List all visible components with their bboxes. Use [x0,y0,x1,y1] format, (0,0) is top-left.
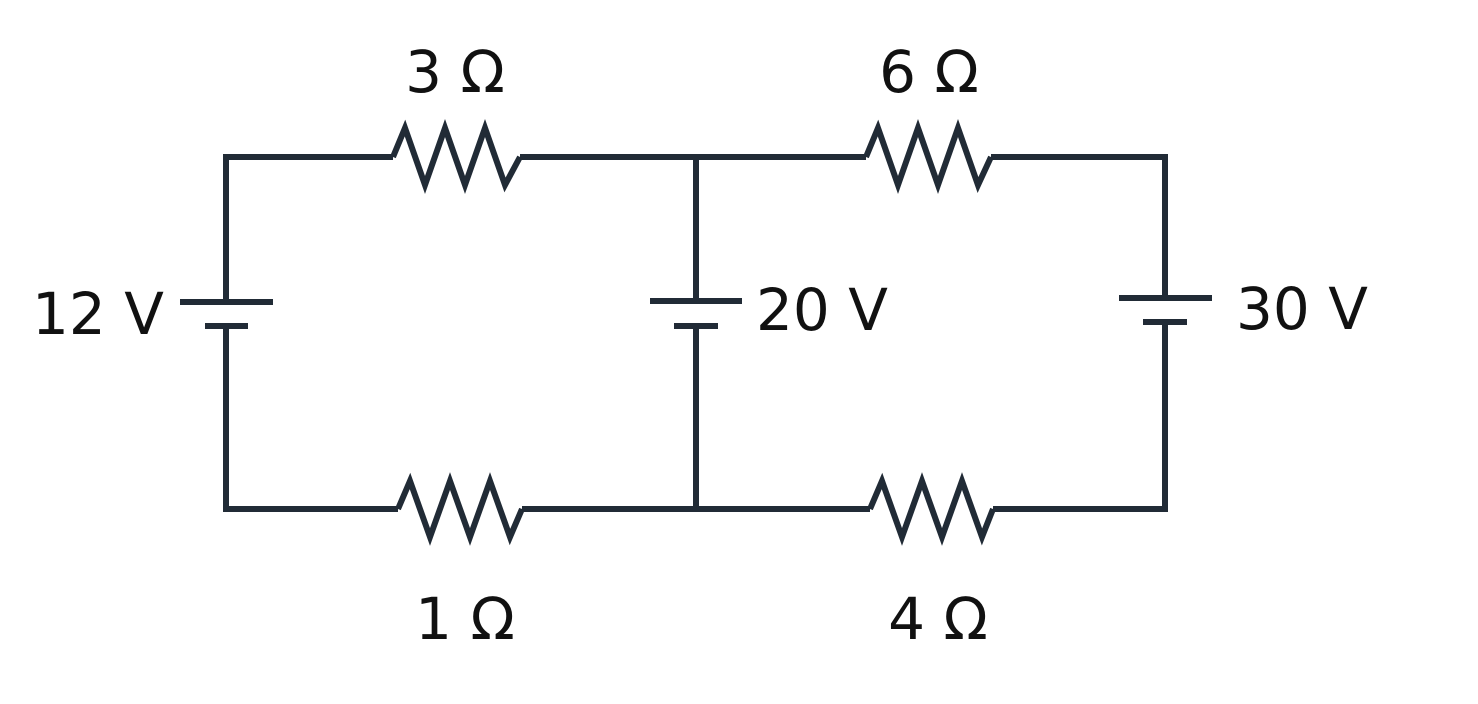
battery-right-label: 30 V [1236,275,1368,343]
wire-bottom-right [993,322,1168,512]
battery-left [180,299,273,329]
resistor-bottom-left [395,472,525,546]
resistor-top-left-label: 3 Ω [405,38,505,106]
resistor-top-right [863,118,994,195]
resistor-bottom-right [867,472,996,546]
resistor-top-right-label: 6 Ω [879,38,979,106]
resistor-top-left [390,118,523,195]
resistor-bottom-right-label: 4 Ω [888,585,988,653]
wire-left-upper [223,154,393,302]
battery-middle-label: 20 V [756,276,888,344]
battery-right [1119,295,1212,325]
wire-left-lower [223,326,398,512]
wire-top-right [991,154,1168,298]
battery-middle [650,298,742,329]
battery-left-label: 12 V [32,280,164,348]
resistor-bottom-left-label: 1 Ω [415,585,515,653]
